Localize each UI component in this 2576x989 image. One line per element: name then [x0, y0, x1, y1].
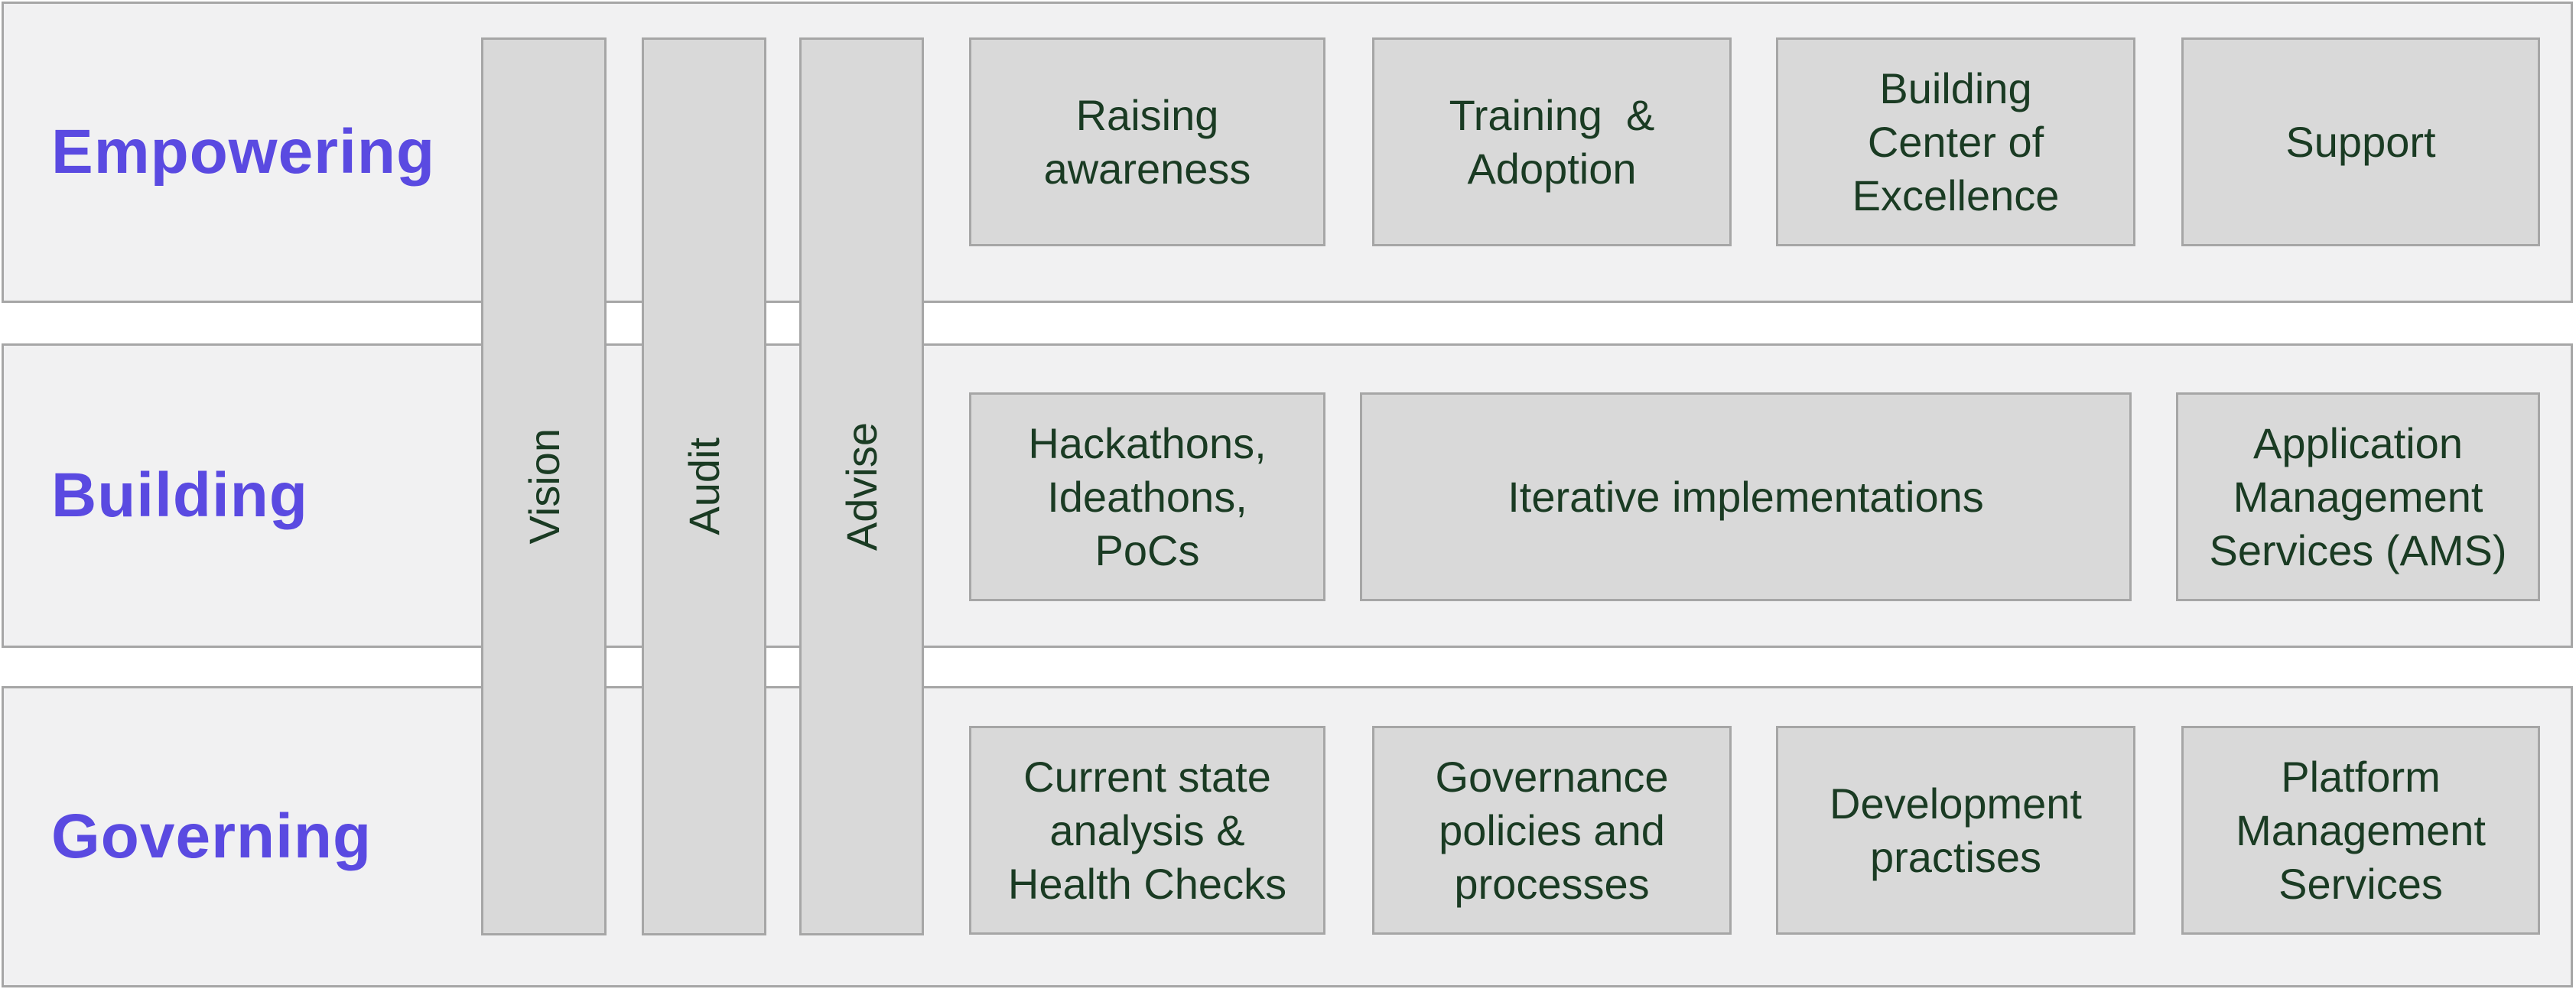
box-hackathons-ideathons-pocs-label: Hackathons, Ideathons, PoCs: [1028, 418, 1267, 574]
box-raising-awareness: Raising awareness: [969, 37, 1325, 246]
box-hackathons-ideathons-pocs: Hackathons, Ideathons, PoCs: [969, 392, 1325, 601]
pillar-advise: Advise: [799, 37, 924, 935]
box-support-label: Support: [2285, 117, 2436, 166]
box-governance-policies-processes: Governance policies and processes: [1372, 726, 1732, 935]
box-current-state-analysis-health-checks: Current state analysis & Health Checks: [969, 726, 1325, 935]
box-development-practises: Development practises: [1776, 726, 2135, 935]
band-title-governing: Governing: [51, 802, 372, 871]
box-application-management-services: Application Management Services (AMS): [2176, 392, 2540, 601]
band-title-building: Building: [51, 460, 308, 530]
pillar-audit-label: Audit: [680, 438, 728, 535]
box-iterative-implementations: Iterative implementations: [1360, 392, 2132, 601]
pillar-vision-label: Vision: [519, 428, 568, 545]
pillar-advise-label: Advise: [838, 421, 886, 551]
band-title-empowering: Empowering: [51, 117, 436, 187]
pillar-vision: Vision: [481, 37, 607, 935]
box-governance-policies-processes-label: Governance policies and processes: [1435, 752, 1669, 908]
box-current-state-analysis-health-checks-label: Current state analysis & Health Checks: [1007, 752, 1287, 908]
box-building-center-of-excellence-label: Building Center of Excellence: [1852, 63, 2060, 220]
box-building-center-of-excellence: Building Center of Excellence: [1776, 37, 2135, 246]
box-development-practises-label: Development practises: [1830, 779, 2082, 881]
pillar-audit: Audit: [642, 37, 766, 935]
box-application-management-services-label: Application Management Services (AMS): [2209, 418, 2507, 574]
box-support: Support: [2181, 37, 2540, 246]
box-iterative-implementations-label: Iterative implementations: [1508, 472, 1984, 521]
box-raising-awareness-label: Raising awareness: [1043, 90, 1251, 193]
box-training-adoption-label: Training & Adoption: [1449, 90, 1655, 193]
box-platform-management-services-label: Platform Management Services: [2236, 752, 2486, 908]
box-platform-management-services: Platform Management Services: [2181, 726, 2540, 935]
box-training-adoption: Training & Adoption: [1372, 37, 1732, 246]
